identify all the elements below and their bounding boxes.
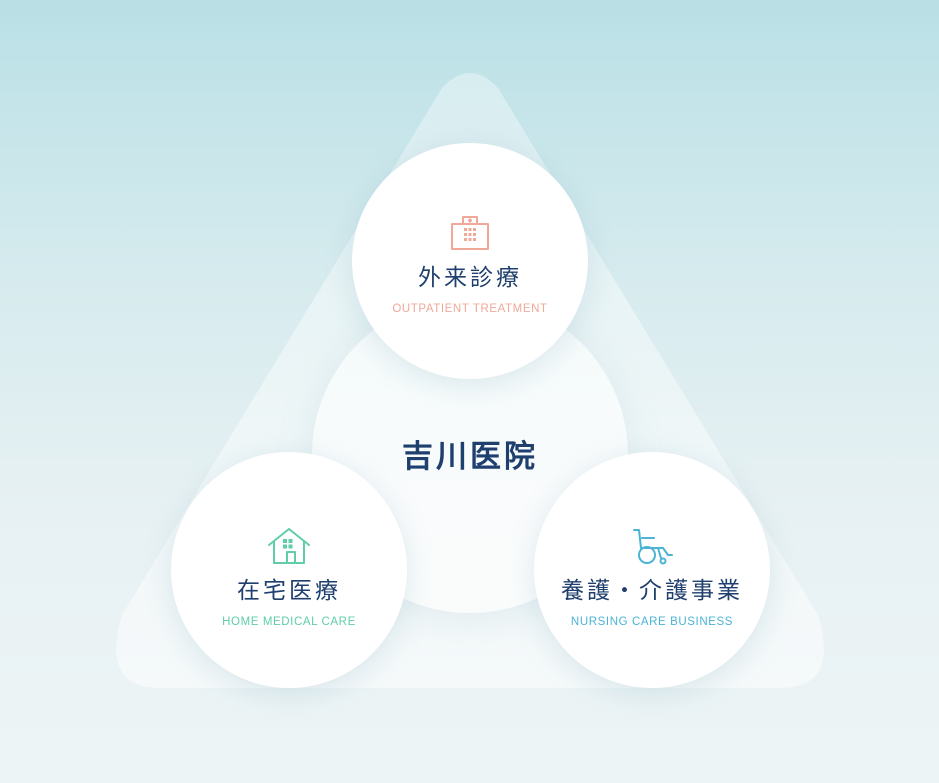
hospital-icon (451, 215, 489, 250)
home-medical-node: 在宅医療 HOME MEDICAL CARE (171, 452, 407, 688)
nursing-care-subtitle: NURSING CARE BUSINESS (570, 615, 734, 628)
outpatient-title: 外来診療 (418, 264, 522, 291)
nursing-care-node: 養護・介護事業 NURSING CARE BUSINESS (534, 452, 770, 688)
outpatient-node: 外来診療 OUTPATIENT TREATMENT (352, 143, 588, 379)
wheelchair-icon (633, 528, 673, 565)
clinic-name: 吉川医院 (402, 438, 538, 475)
home-medical-subtitle: HOME MEDICAL CARE (222, 615, 356, 628)
home-medical-title: 在宅医療 (237, 577, 341, 604)
outpatient-subtitle: OUTPATIENT TREATMENT (392, 302, 548, 315)
nursing-care-title: 養護・介護事業 (561, 577, 743, 604)
house-icon (268, 527, 310, 564)
